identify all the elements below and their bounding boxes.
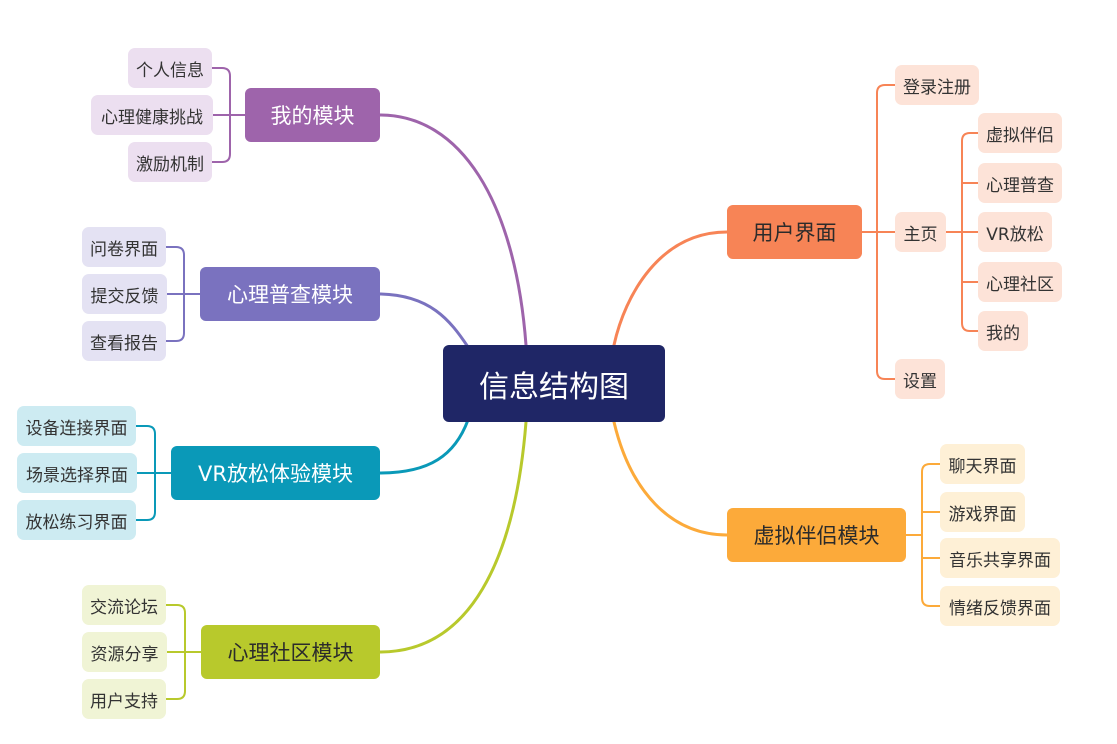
link-root-wode bbox=[378, 113, 528, 347]
leaf-pucha-2[interactable]: 查看报告 bbox=[82, 321, 166, 361]
leaf-vr-0[interactable]: 设备连接界面 bbox=[17, 406, 136, 446]
module-banlv-label: 虚拟伴侣模块 bbox=[753, 524, 880, 548]
leaf-label: 激励机制 bbox=[136, 154, 204, 175]
leaf-label: 用户支持 bbox=[90, 691, 158, 712]
leaf-wode-1[interactable]: 心理健康挑战 bbox=[91, 95, 213, 135]
leaf-shequ-2[interactable]: 用户支持 bbox=[82, 679, 166, 719]
leaf-pucha-0[interactable]: 问卷界面 bbox=[82, 227, 166, 267]
leaf-pucha-1[interactable]: 提交反馈 bbox=[82, 274, 167, 314]
link-root-yonghu bbox=[612, 230, 729, 347]
leaf-label: 虚拟伴侣 bbox=[986, 125, 1054, 146]
leaf-label: 聊天界面 bbox=[948, 456, 1017, 477]
leaf-label: 提交反馈 bbox=[90, 286, 159, 307]
leaf-yonghu-1[interactable]: 主页 bbox=[895, 212, 946, 252]
leaf-label: 登录注册 bbox=[903, 77, 971, 98]
leaf-banlv-2[interactable]: 音乐共享界面 bbox=[940, 538, 1060, 578]
module-shequ-label: 心理社区模块 bbox=[227, 641, 354, 665]
leaf-label: 音乐共享界面 bbox=[949, 550, 1051, 571]
leaf-label: 个人信息 bbox=[136, 60, 204, 81]
leaf-label: 场景选择界面 bbox=[26, 465, 128, 486]
link-root-pucha bbox=[378, 292, 470, 349]
leaf-label: 资源分享 bbox=[90, 644, 159, 665]
leaf-home-4[interactable]: 我的 bbox=[978, 311, 1028, 351]
leaf-label: 我的 bbox=[986, 323, 1020, 344]
leaf-banlv-3[interactable]: 情绪反馈界面 bbox=[940, 586, 1060, 626]
leaf-vr-1[interactable]: 场景选择界面 bbox=[17, 453, 137, 493]
root-label: 信息结构图 bbox=[479, 369, 629, 405]
module-wode-label: 我的模块 bbox=[270, 104, 355, 128]
module-yonghu[interactable]: 用户界面 bbox=[727, 205, 862, 259]
link-root-vr bbox=[378, 418, 470, 475]
leaf-shequ-0[interactable]: 交流论坛 bbox=[82, 585, 166, 625]
leaf-label: 查看报告 bbox=[90, 333, 158, 354]
leaf-label: 设置 bbox=[903, 371, 937, 392]
leaf-home-3[interactable]: 心理社区 bbox=[978, 262, 1062, 302]
module-yonghu-label: 用户界面 bbox=[752, 221, 837, 245]
root-node[interactable]: 信息结构图 bbox=[443, 345, 665, 422]
module-shequ[interactable]: 心理社区模块 bbox=[201, 625, 380, 679]
leaf-wode-0[interactable]: 个人信息 bbox=[128, 48, 212, 88]
leaf-label: 心理健康挑战 bbox=[101, 107, 203, 128]
module-vr-label: VR放松体验模块 bbox=[198, 462, 353, 486]
leaf-label: 问卷界面 bbox=[90, 239, 158, 260]
leaf-wode-2[interactable]: 激励机制 bbox=[128, 142, 212, 182]
module-pucha-label: 心理普查模块 bbox=[227, 283, 353, 307]
leaf-label: 心理普查 bbox=[986, 175, 1054, 196]
module-pucha[interactable]: 心理普查模块 bbox=[200, 267, 380, 321]
leaf-label: 交流论坛 bbox=[90, 597, 158, 618]
module-vr[interactable]: VR放松体验模块 bbox=[171, 446, 380, 500]
leaf-label: 设备连接界面 bbox=[25, 418, 128, 439]
leaf-home-0[interactable]: 虚拟伴侣 bbox=[978, 113, 1062, 153]
leaf-label: VR放松 bbox=[986, 224, 1044, 245]
leaf-home-2[interactable]: VR放松 bbox=[978, 212, 1052, 252]
leaf-yonghu-0[interactable]: 登录注册 bbox=[895, 65, 979, 105]
leaf-label: 主页 bbox=[903, 224, 938, 245]
leaf-banlv-1[interactable]: 游戏界面 bbox=[940, 492, 1025, 532]
leaf-home-1[interactable]: 心理普查 bbox=[978, 163, 1062, 203]
leaf-vr-2[interactable]: 放松练习界面 bbox=[17, 500, 136, 540]
module-banlv[interactable]: 虚拟伴侣模块 bbox=[727, 508, 906, 562]
link-root-shequ bbox=[378, 420, 528, 654]
leaf-banlv-0[interactable]: 聊天界面 bbox=[940, 444, 1025, 484]
leaf-label: 放松练习界面 bbox=[25, 512, 128, 533]
leaf-label: 游戏界面 bbox=[948, 504, 1017, 525]
link-root-banlv bbox=[612, 420, 729, 537]
leaf-yonghu-2[interactable]: 设置 bbox=[895, 359, 945, 399]
leaf-shequ-1[interactable]: 资源分享 bbox=[82, 632, 167, 672]
leaf-label: 情绪反馈界面 bbox=[949, 598, 1051, 619]
module-wode[interactable]: 我的模块 bbox=[245, 88, 380, 142]
leaf-label: 心理社区 bbox=[986, 274, 1054, 295]
